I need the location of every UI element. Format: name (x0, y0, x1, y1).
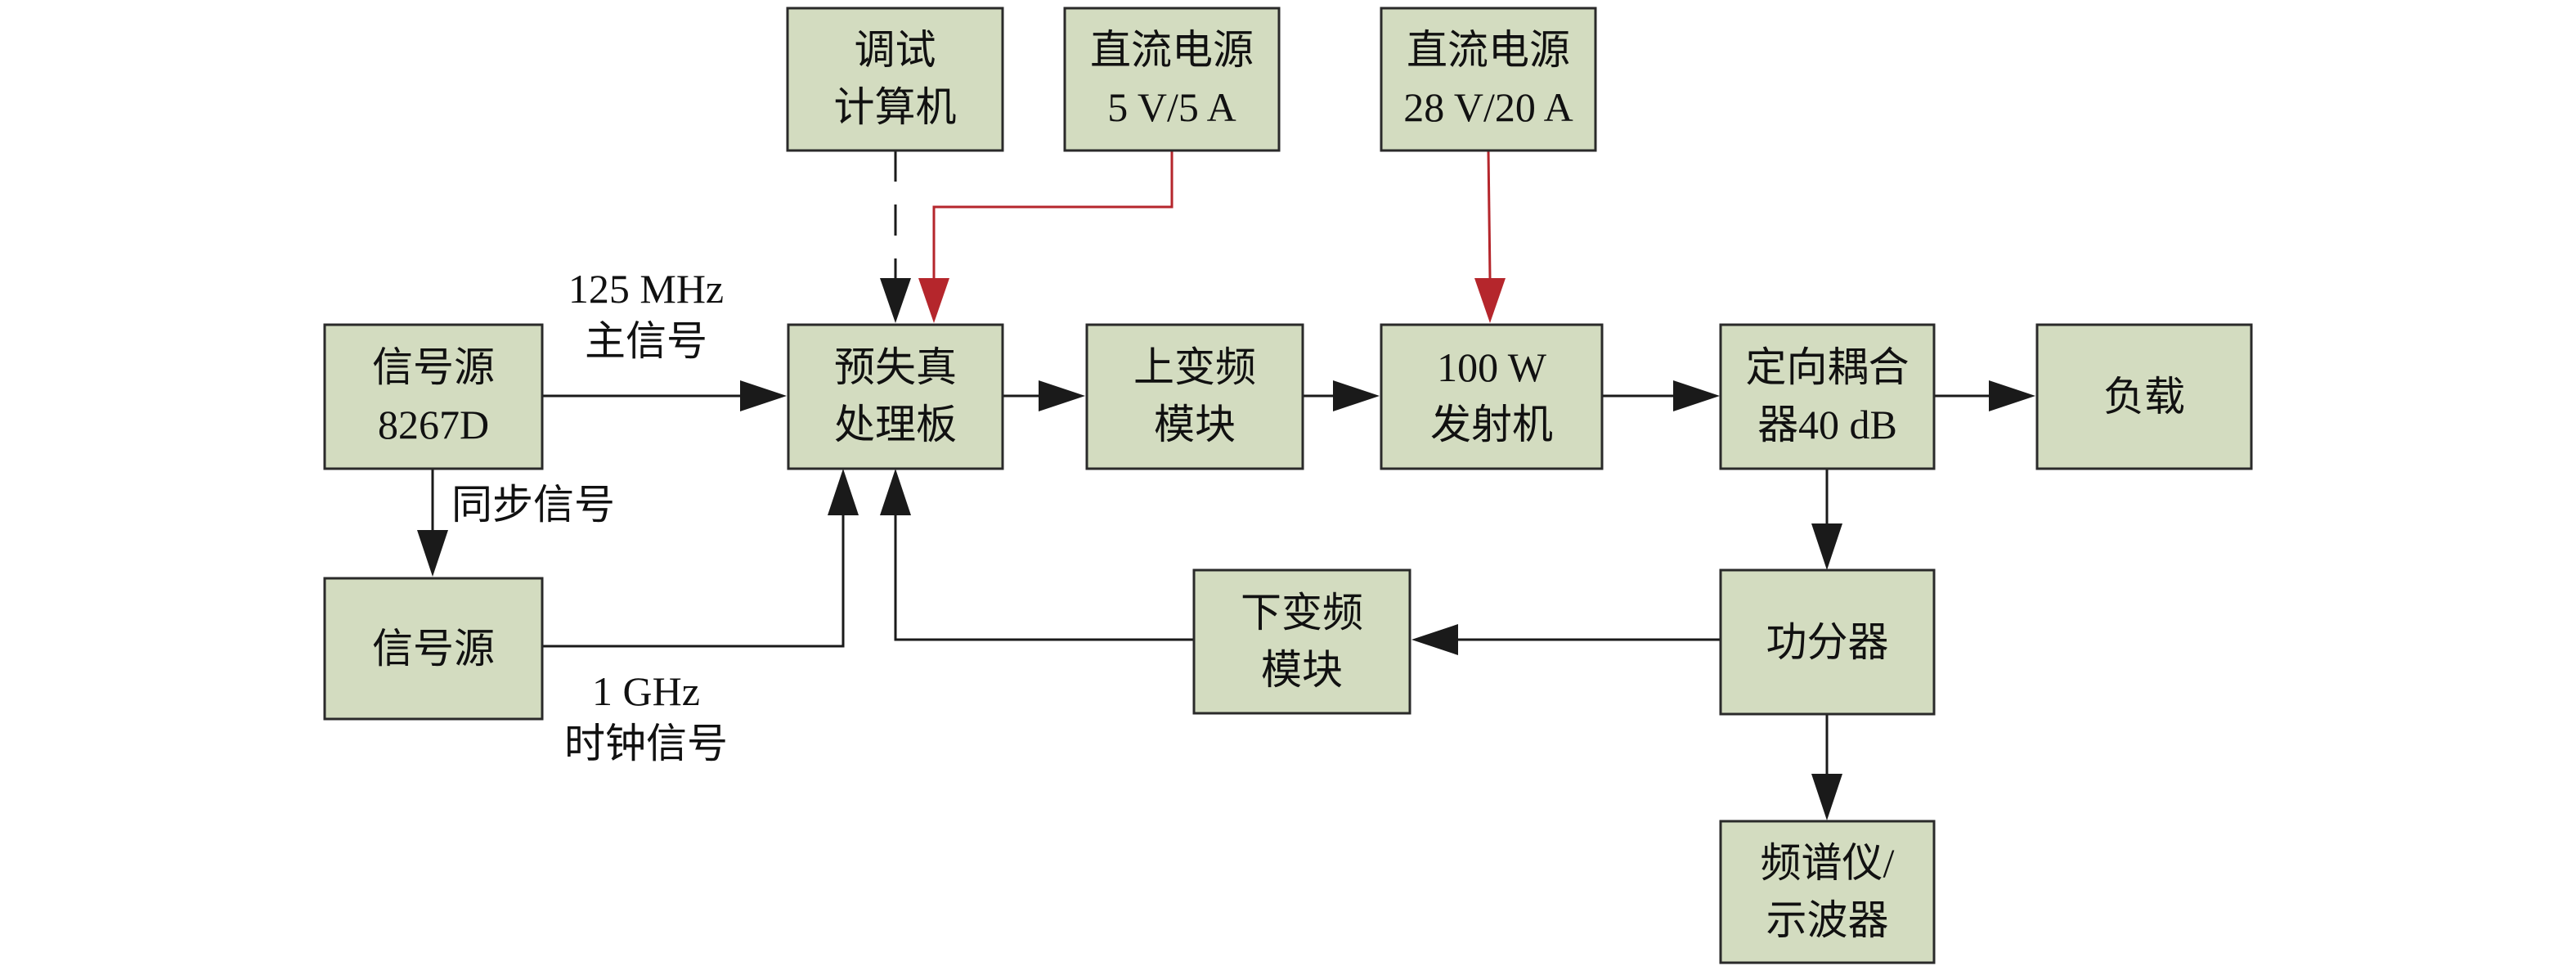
arrowhead-icon (828, 469, 859, 515)
block-dc-power-5v: 直流电源 5 V/5 A (1063, 7, 1281, 152)
label-clock-signal: 1 GHz 时钟信号 (564, 668, 728, 766)
arrow-downconverter-to-predistortion (894, 515, 1194, 641)
block-debug-computer: 调试 计算机 (786, 7, 1004, 152)
box-label: 定向耦合 (1746, 344, 1910, 390)
arrowhead-icon (1411, 624, 1458, 655)
box-label: 100 W (1437, 344, 1547, 390)
box-label: 处理板 (834, 402, 957, 447)
box-label: 频谱仪/ (1761, 840, 1895, 886)
arrowhead-icon (1333, 380, 1380, 411)
block-load: 负载 (2035, 323, 2253, 470)
signal-label: 1 GHz (592, 668, 700, 714)
label-main-signal: 125 MHz 主信号 (568, 266, 724, 364)
signal-label: 时钟信号 (564, 721, 728, 766)
box-label: 预失真 (834, 344, 957, 390)
block-signal-source-clock: 信号源 (323, 577, 544, 721)
box-label: 下变频 (1241, 590, 1363, 636)
arrowhead-icon (417, 530, 448, 577)
arrowhead-icon (880, 469, 911, 515)
block-predistortion-board: 预失真 处理板 (787, 323, 1004, 470)
block-signal-source-8267d: 信号源 8267D (323, 323, 544, 470)
block-directional-coupler: 定向耦合 器40 dB (1719, 323, 1936, 470)
box-label: 信号源 (372, 626, 495, 672)
arrowhead-icon (740, 380, 787, 411)
box-label: 模块 (1261, 647, 1343, 693)
box-label: 8267D (378, 402, 489, 447)
arrowhead-icon (1673, 380, 1720, 411)
box-label: 模块 (1154, 402, 1236, 447)
arrowhead-icon (1989, 380, 2035, 411)
connections (417, 150, 2035, 820)
arrowhead-icon (1039, 380, 1085, 411)
arrow-28v-to-transmitter (1487, 150, 1492, 279)
box-label: 器40 dB (1757, 402, 1897, 447)
arrowhead-icon (1474, 278, 1506, 323)
box-label: 示波器 (1766, 897, 1889, 943)
box-label: 直流电源 (1090, 27, 1254, 73)
arrowhead-icon (880, 278, 911, 323)
block-transmitter-100w: 100 W 发射机 (1380, 323, 1604, 470)
block-spectrum-oscilloscope: 频谱仪/ 示波器 (1719, 820, 1936, 964)
box-label: 28 V/20 A (1403, 84, 1573, 130)
box-label: 计算机 (834, 84, 957, 130)
label-sync-signal: 同步信号 (451, 482, 615, 528)
arrowhead-icon (918, 278, 949, 323)
arrow-clock-to-predistortion (542, 515, 845, 648)
box-label: 直流电源 (1407, 27, 1570, 73)
block-upconverter-module: 上变频 模块 (1085, 323, 1304, 470)
block-power-divider: 功分器 (1719, 568, 1936, 716)
box-label: 信号源 (372, 344, 495, 390)
block-dc-power-28v: 直流电源 28 V/20 A (1380, 7, 1597, 152)
signal-label: 同步信号 (451, 482, 615, 528)
box-label: 5 V/5 A (1107, 84, 1236, 130)
arrowhead-icon (1811, 523, 1842, 570)
signal-label: 主信号 (585, 318, 707, 364)
box-label: 上变频 (1133, 344, 1256, 390)
signal-label: 125 MHz (568, 266, 724, 312)
block-downconverter-module: 下变频 模块 (1192, 568, 1411, 715)
box-label: 负载 (2103, 374, 2185, 420)
box-label: 发射机 (1430, 402, 1553, 447)
arrow-5v-to-predistortion (932, 151, 1174, 278)
box-label: 功分器 (1766, 619, 1889, 665)
arrowhead-icon (1811, 774, 1842, 820)
box-label: 调试 (855, 27, 936, 73)
